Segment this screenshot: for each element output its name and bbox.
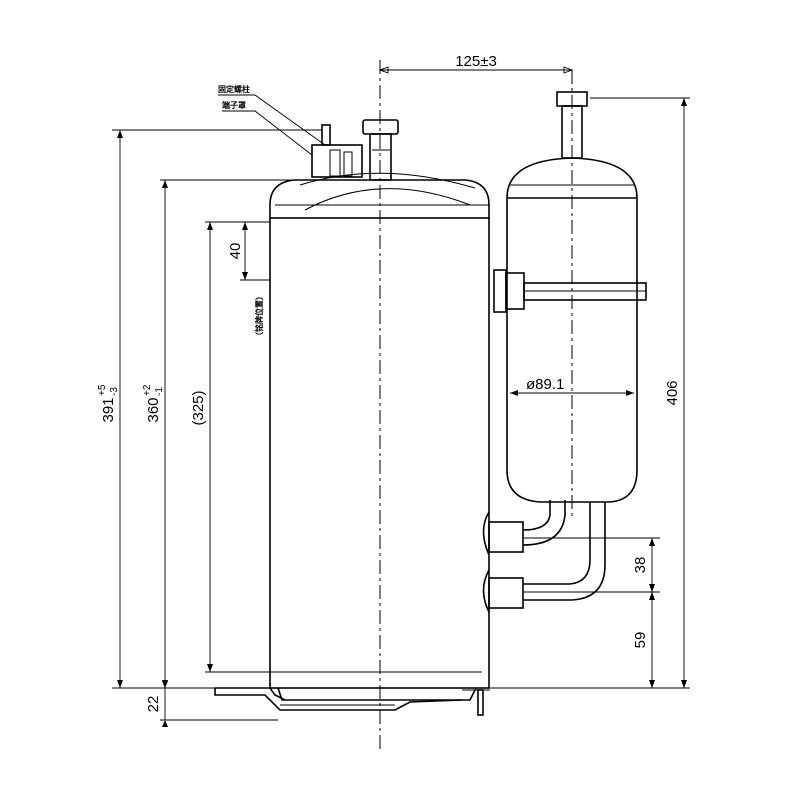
dim-top-offset-label: 40 — [227, 243, 244, 260]
marking-note: （铭牌位置） — [254, 292, 264, 340]
dim-shell-height-lower-tol: -1 — [154, 387, 165, 396]
dim-reference-height: (325) — [190, 221, 278, 673]
callout-fixing-stud-label: 固定螺柱 — [218, 84, 250, 94]
terminal-assembly — [311, 124, 363, 178]
dim-pipes: 38 59 — [523, 537, 660, 688]
dim-accumulator-diameter-label: ø89.1 — [526, 376, 564, 393]
connecting-pipes — [522, 500, 606, 601]
dim-pipe-spacing-label: 38 — [632, 557, 649, 574]
callout-fixing-stud: 固定螺柱 — [218, 84, 326, 146]
dim-total-height-label: 391 — [100, 397, 117, 422]
dim-base-height-label: 22 — [145, 696, 162, 713]
dim-offset: 125±3 — [378, 53, 574, 74]
callout-terminal-cover: 端子罩 — [222, 100, 313, 156]
dim-accumulator-height-label: 406 — [664, 380, 681, 405]
callout-terminal-cover-label: 端子罩 — [222, 100, 246, 110]
dim-shell-height-upper-tol: +2 — [142, 384, 153, 396]
mounting-base — [214, 687, 490, 716]
dim-base-height: 22 — [145, 681, 278, 727]
accumulator-bracket — [493, 269, 647, 313]
suction-fittings — [482, 511, 524, 613]
dim-reference-height-label: (325) — [190, 390, 207, 425]
dim-total-height-upper-tol: +5 — [97, 384, 108, 396]
dim-shell-height: 360 +2 -1 — [142, 179, 295, 688]
dim-pipe-height-label: 59 — [632, 632, 649, 649]
dim-shell-height-label: 360 — [145, 397, 162, 422]
dim-top-offset: 40 （铭牌位置） — [227, 222, 270, 340]
dim-offset-label: 125±3 — [455, 53, 497, 70]
dim-total-height-lower-tol: -3 — [109, 387, 120, 396]
dim-accumulator-height: 406 — [490, 97, 690, 689]
dim-total-height: 391 +5 -3 — [97, 129, 322, 689]
dim-accumulator-diameter: ø89.1 — [510, 376, 634, 396]
